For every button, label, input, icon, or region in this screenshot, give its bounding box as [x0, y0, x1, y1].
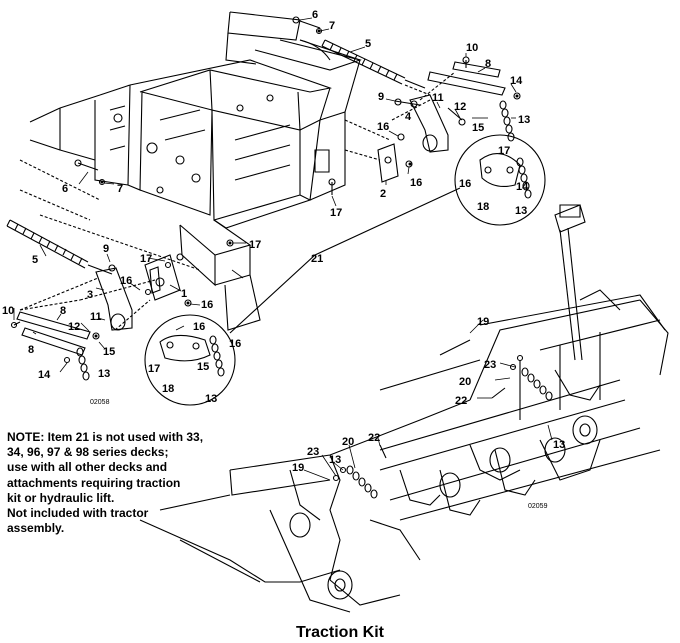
assembly-lines	[20, 72, 455, 330]
callout: 1	[181, 288, 187, 300]
callout: 4	[405, 111, 412, 123]
callout: 6	[312, 9, 318, 21]
note-line: attachments requiring traction	[7, 475, 181, 490]
leader-lines	[14, 18, 552, 480]
callout: 17	[249, 239, 261, 251]
callout: 20	[342, 436, 354, 448]
callout: 17	[330, 207, 342, 219]
callout: 18	[162, 383, 174, 395]
hardware-dots	[94, 29, 519, 338]
callout: 16	[459, 178, 471, 190]
callout: 13	[329, 454, 341, 466]
callout: 7	[329, 20, 335, 32]
callout: 14	[510, 75, 523, 87]
callout: 13	[518, 114, 530, 126]
callout: 13	[98, 368, 110, 380]
callout: 19	[292, 462, 304, 474]
note-line: assembly.	[7, 521, 65, 536]
callout: 22	[455, 395, 467, 407]
callout: 15	[197, 361, 209, 373]
callout: 18	[477, 201, 489, 213]
callout: 15	[103, 346, 115, 358]
callout: 13	[515, 205, 527, 217]
tractor-frame	[30, 12, 360, 330]
callouts-lower-left: 5 9 17 3 16 1 16 10 8 11 16 8 12 15 14 1…	[2, 243, 241, 405]
callout: 10	[466, 42, 478, 54]
figure-ref-left: 02058	[90, 399, 110, 406]
callout: 15	[472, 122, 484, 134]
chain-right	[334, 356, 553, 499]
callout: 17	[498, 145, 510, 157]
cable-item-21	[230, 188, 460, 333]
callout: 16	[193, 321, 205, 333]
callout: 3	[87, 289, 93, 301]
callout: 8	[60, 305, 66, 317]
callout: 9	[103, 243, 109, 255]
mower-deck-hitch	[140, 205, 668, 612]
frame-hidden-lines	[20, 100, 430, 310]
callout: 22	[368, 432, 380, 444]
detail-circle-lower	[145, 315, 235, 405]
spring-lower	[7, 220, 88, 268]
callout: 14	[38, 369, 51, 381]
note-line: kit or hydraulic lift.	[7, 490, 115, 505]
callout: 9	[378, 91, 384, 103]
callouts-upper-left: 6 7 5 10 8 9 14 11 12 4 13 16 15 17 16 2…	[62, 9, 530, 265]
callout: 23	[307, 446, 319, 458]
callouts-right: 19 23 20 22 13 22 20 23 13 19	[292, 316, 565, 474]
callout: 10	[2, 305, 14, 317]
callout: 17	[140, 253, 152, 265]
callout: 21	[311, 253, 323, 265]
callout: 5	[365, 38, 371, 50]
callout: 16	[410, 177, 422, 189]
callout: 12	[454, 101, 466, 113]
callout: 20	[459, 376, 471, 388]
callout: 16	[201, 299, 213, 311]
note-line: use with all other decks and	[7, 460, 168, 475]
detail-circle-upper	[455, 135, 545, 225]
note-text: NOTE: Item 21 is not used with 33, 34, 9…	[7, 430, 237, 536]
chain-lower	[77, 348, 89, 380]
callout: 7	[117, 183, 123, 195]
figure-ref-right: 02059	[528, 503, 548, 510]
callout: 12	[68, 321, 80, 333]
callout: 16	[377, 121, 389, 133]
callout: 14	[516, 181, 529, 193]
callout: 17	[148, 363, 160, 375]
callout: 6	[62, 183, 68, 195]
note-line: Not included with tractor	[7, 506, 149, 521]
callout: 2	[380, 188, 386, 200]
callout: 11	[90, 311, 102, 323]
callout: 5	[32, 254, 38, 266]
spring-upper	[322, 40, 405, 84]
callout: 23	[484, 359, 496, 371]
callout: 13	[553, 439, 565, 451]
callout: 13	[205, 393, 217, 405]
bracket-upper	[378, 134, 412, 182]
link-bars-lower	[12, 312, 100, 363]
callout: 11	[432, 92, 444, 104]
callout: 8	[485, 58, 491, 70]
callout: 8	[28, 344, 34, 356]
callout: 16	[229, 338, 241, 350]
note-line: 34, 96, 97 & 98 series decks;	[7, 445, 169, 460]
callout: 16	[120, 275, 132, 287]
callout: 19	[477, 316, 489, 328]
note-line: NOTE: Item 21 is not used with 33,	[7, 430, 204, 444]
diagram-caption: Traction Kit	[295, 624, 384, 641]
